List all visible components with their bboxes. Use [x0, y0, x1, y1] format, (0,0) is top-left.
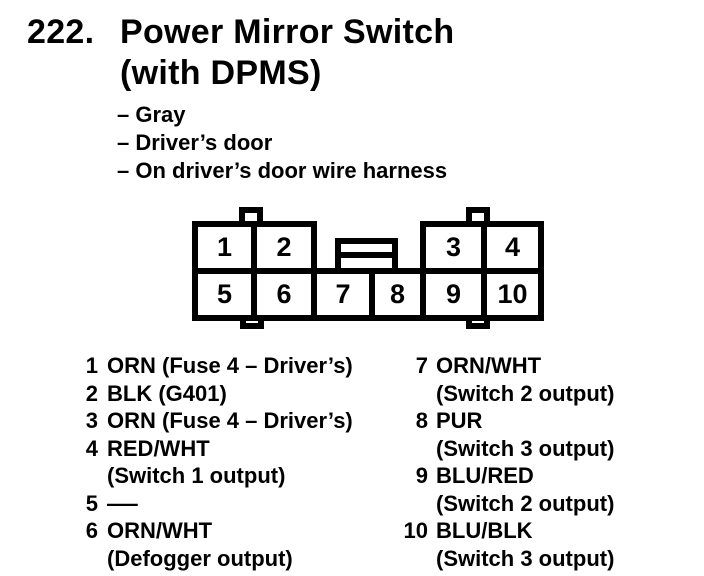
pinout-row-10: 10 BLU/BLK: [398, 517, 614, 545]
pin-function-label: (Defogger output): [107, 545, 293, 571]
connector-pin-cell-3: 3: [420, 221, 487, 274]
pin-no-wire-dash: —: [107, 490, 138, 516]
pinout-left-column: 1 ORN (Fuse 4 – Driver’s) 2 BLK (G401) 3…: [78, 352, 353, 572]
pinout-row-8-sub: (Switch 3 output): [398, 435, 614, 463]
section-title: Power Mirror Switch (with DPMS): [120, 12, 454, 94]
connector-notes: – Gray – Driver’s door – On driver’s doo…: [117, 101, 447, 185]
pinout-row-4: 4 RED/WHT: [78, 435, 353, 463]
section-number: 222.: [27, 13, 95, 51]
pin-cell-number: 4: [504, 232, 521, 262]
pinout-row-5: 5 —: [78, 490, 353, 518]
note-location: – Driver’s door: [117, 130, 273, 155]
pin-number: 1: [85, 353, 98, 378]
pinout-row-9: 9 BLU/RED: [398, 462, 614, 490]
pin-wire-label: ORN (Fuse 4 – Driver’s): [107, 408, 353, 433]
pin-function-label: (Switch 3 output): [436, 435, 615, 461]
pin-number-spacer: [78, 545, 98, 573]
connector-pin-cell-7: 7: [311, 268, 375, 321]
pin-wire-label: BLK (G401): [107, 380, 227, 406]
pin-number: 3: [85, 408, 98, 433]
connector-pin-cell-9: 9: [420, 268, 487, 321]
pin-wire-label: RED/WHT: [107, 435, 210, 461]
pin-cell-number: 9: [445, 279, 462, 309]
pin-cell-number: 10: [497, 279, 528, 309]
section-title-line2: (with DPMS): [120, 54, 322, 92]
pin-cell-number: 1: [216, 232, 233, 262]
pin-cell-number: 3: [445, 232, 462, 262]
pin-wire-label: ORN/WHT: [436, 353, 542, 378]
pin-wire-label: PUR: [436, 408, 483, 433]
pin-number: 8: [415, 408, 428, 433]
note-connector-color: – Gray: [117, 102, 186, 127]
pin-cell-number: 5: [216, 279, 233, 309]
pin-wire-label: BLU/BLK: [436, 518, 533, 543]
pin-cell-number: 6: [276, 279, 292, 309]
pin-cell-number: 7: [335, 279, 351, 309]
pin-cell-number: 8: [389, 279, 406, 309]
connector-pin-cell-8: 8: [369, 268, 426, 321]
connector-pin-cell-1: 1: [192, 221, 257, 274]
connector-pin-cell-6: 6: [251, 268, 317, 321]
pin-number-spacer: [398, 380, 428, 408]
pin-number-spacer: [78, 462, 98, 490]
pin-function-label: (Switch 2 output): [436, 380, 615, 406]
connector-pin-cell-5: 5: [192, 268, 257, 321]
pin-number: 10: [403, 518, 428, 543]
pin-wire-label: ORN (Fuse 4 – Driver’s): [107, 353, 353, 378]
pinout-row-7-sub: (Switch 2 output): [398, 380, 614, 408]
pin-wire-label: BLU/RED: [436, 463, 534, 488]
pin-function-label: (Switch 1 output): [107, 463, 286, 488]
pinout-right-column: 7 ORN/WHT (Switch 2 output) 8 PUR (Switc…: [398, 352, 615, 573]
pinout-row-10-sub: (Switch 3 output): [398, 545, 614, 573]
pin-number: 9: [415, 463, 428, 488]
note-harness: – On driver’s door wire harness: [117, 158, 448, 183]
section-header: 222. Power Mirror Switch (with DPMS): [27, 12, 454, 94]
pinout-row-4-sub: (Switch 1 output): [78, 462, 353, 490]
pin-number: 4: [85, 435, 98, 461]
pinout-row-2: 2 BLK (G401): [78, 380, 353, 408]
connector-latch-line: [341, 252, 392, 258]
pin-number: 2: [85, 380, 98, 406]
pin-number: 7: [415, 353, 428, 378]
pin-number: 5: [85, 490, 98, 516]
pinout-row-9-sub: (Switch 2 output): [398, 490, 614, 518]
pinout-row-6-sub: (Defogger output): [78, 545, 353, 573]
pin-cell-number: 2: [276, 232, 292, 262]
section-title-line1: Power Mirror Switch: [120, 13, 455, 51]
pinout-row-1: 1 ORN (Fuse 4 – Driver’s): [78, 352, 353, 380]
pin-number-spacer: [398, 545, 428, 573]
connector-pin-cell-4: 4: [481, 221, 544, 274]
pin-number: 6: [85, 518, 98, 543]
pin-number-spacer: [398, 490, 428, 518]
pin-function-label: (Switch 3 output): [436, 545, 615, 571]
pinout-row-3: 3 ORN (Fuse 4 – Driver’s): [78, 407, 353, 435]
pin-wire-label: ORN/WHT: [107, 518, 213, 543]
pinout-row-6: 6 ORN/WHT: [78, 517, 353, 545]
connector-pin-cell-2: 2: [251, 221, 317, 274]
pin-number-spacer: [398, 435, 428, 463]
pinout-row-7: 7 ORN/WHT: [398, 352, 614, 380]
pin-function-label: (Switch 2 output): [436, 490, 615, 516]
pinout-row-8: 8 PUR: [398, 407, 614, 435]
connector-pin-cell-10: 10: [481, 268, 544, 321]
